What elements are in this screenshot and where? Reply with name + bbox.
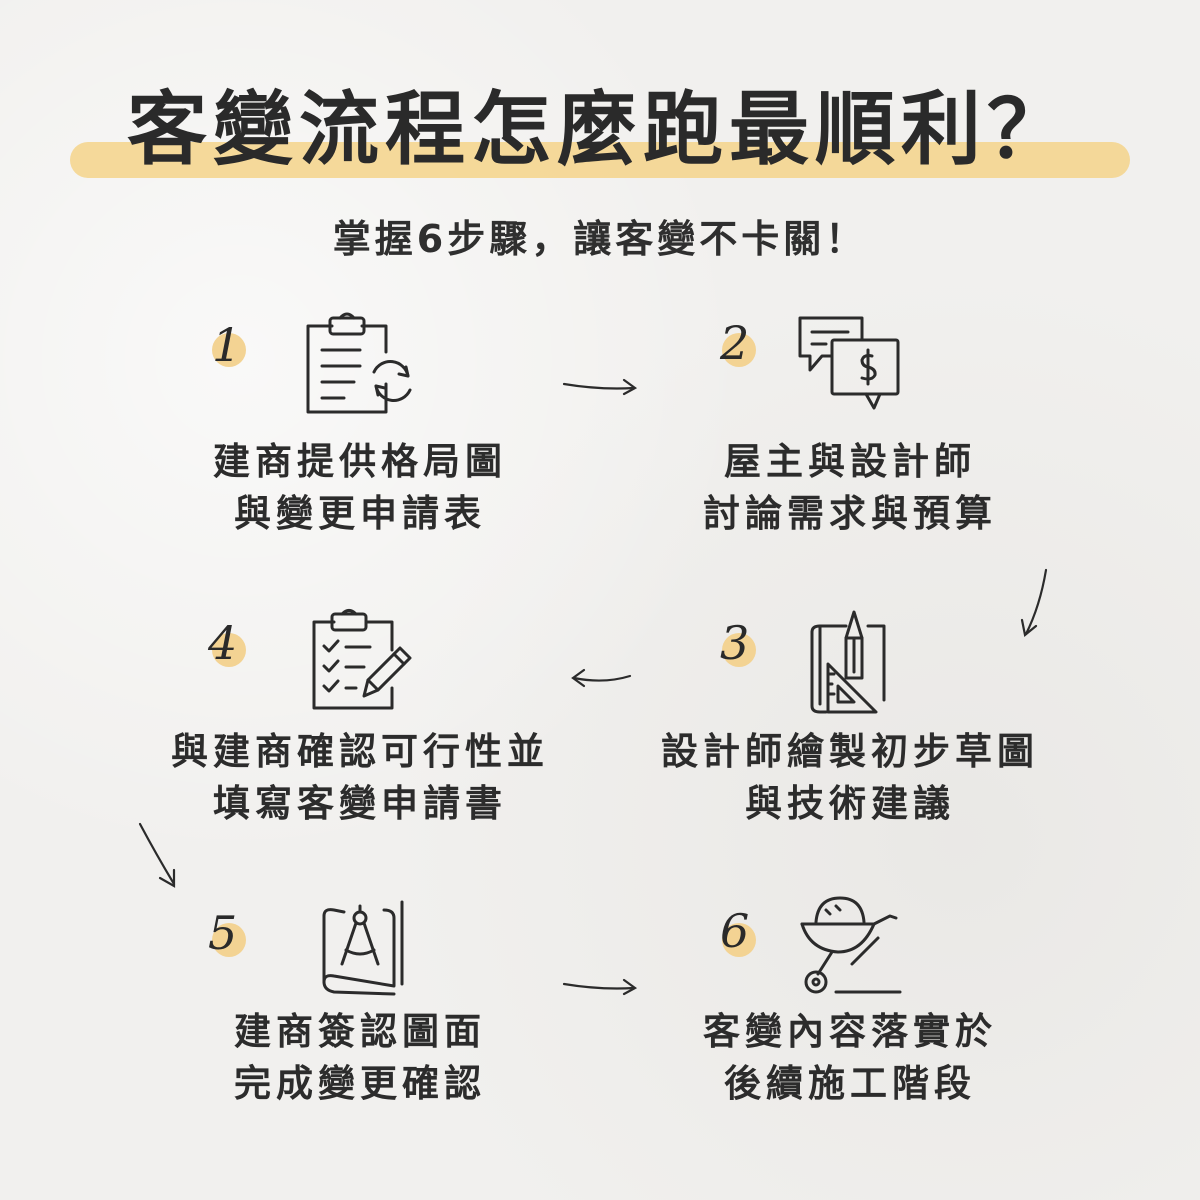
step-6-number-dot (722, 923, 756, 957)
step-4-line-2: 填寫客變申請書 (213, 782, 507, 825)
step-3-line-2: 與技術建議 (745, 782, 955, 825)
step-1-label: 建商提供格局圖 與變更申請表 (150, 436, 570, 540)
step-5-number: 5 (208, 906, 238, 960)
arrow-step3-to-step4 (566, 664, 636, 698)
arrow-step5-to-step6 (562, 972, 642, 1006)
drafting-tools-icon (806, 608, 896, 722)
step-1-line-2: 與變更申請表 (234, 492, 486, 535)
step-6-number: 6 (720, 904, 750, 958)
blueprint-compass-icon (318, 898, 408, 1002)
step-2-line-1: 屋主與設計師 (724, 440, 976, 483)
step-4-label: 與建商確認可行性並 填寫客變申請書 (140, 726, 580, 830)
step-1-line-1: 建商提供格局圖 (213, 440, 507, 483)
arrow-step4-to-step5 (136, 820, 186, 896)
step-2-number: 2 (720, 316, 750, 370)
step-4-line-1: 與建商確認可行性並 (171, 730, 549, 773)
step-5-line-1: 建商簽認圖面 (234, 1010, 486, 1053)
title-block: 客變流程怎麼跑最順利？ (60, 70, 1140, 190)
step-3-line-1: 設計師繪製初步草圖 (661, 730, 1039, 773)
checklist-pencil-icon (308, 609, 418, 719)
step-6-line-1: 客變內容落實於 (703, 1010, 997, 1053)
arrow-step1-to-step2 (562, 370, 642, 404)
step-2-label: 屋主與設計師 討論需求與預算 (640, 436, 1060, 540)
step-5-label: 建商簽認圖面 完成變更確認 (150, 1006, 570, 1110)
step-3-number-dot (722, 633, 756, 667)
step-1-number-dot (212, 333, 246, 367)
page-title: 客變流程怎麼跑最順利？ (127, 83, 1073, 176)
title-highlight (70, 142, 1130, 178)
step-4-number: 4 (208, 616, 238, 670)
wheelbarrow-icon (792, 894, 907, 1003)
step-2-number-dot (722, 333, 756, 367)
step-5-line-2: 完成變更確認 (234, 1062, 486, 1105)
step-5-number-dot (212, 923, 246, 957)
chat-dollar-icon (796, 312, 906, 426)
clipboard-refresh-icon (300, 312, 420, 426)
step-1-number: 1 (212, 318, 242, 372)
step-6-label: 客變內容落實於 後續施工階段 (640, 1006, 1060, 1110)
step-3-label: 設計師繪製初步草圖 與技術建議 (630, 726, 1070, 830)
page-subtitle: 掌握6步驟，讓客變不卡關！ (332, 217, 868, 261)
step-4-number-dot (212, 633, 246, 667)
step-6-line-2: 後續施工階段 (724, 1062, 976, 1105)
step-3-number: 3 (720, 616, 750, 670)
step-2-line-2: 討論需求與預算 (703, 492, 997, 535)
arrow-step2-to-step3 (1018, 568, 1058, 644)
